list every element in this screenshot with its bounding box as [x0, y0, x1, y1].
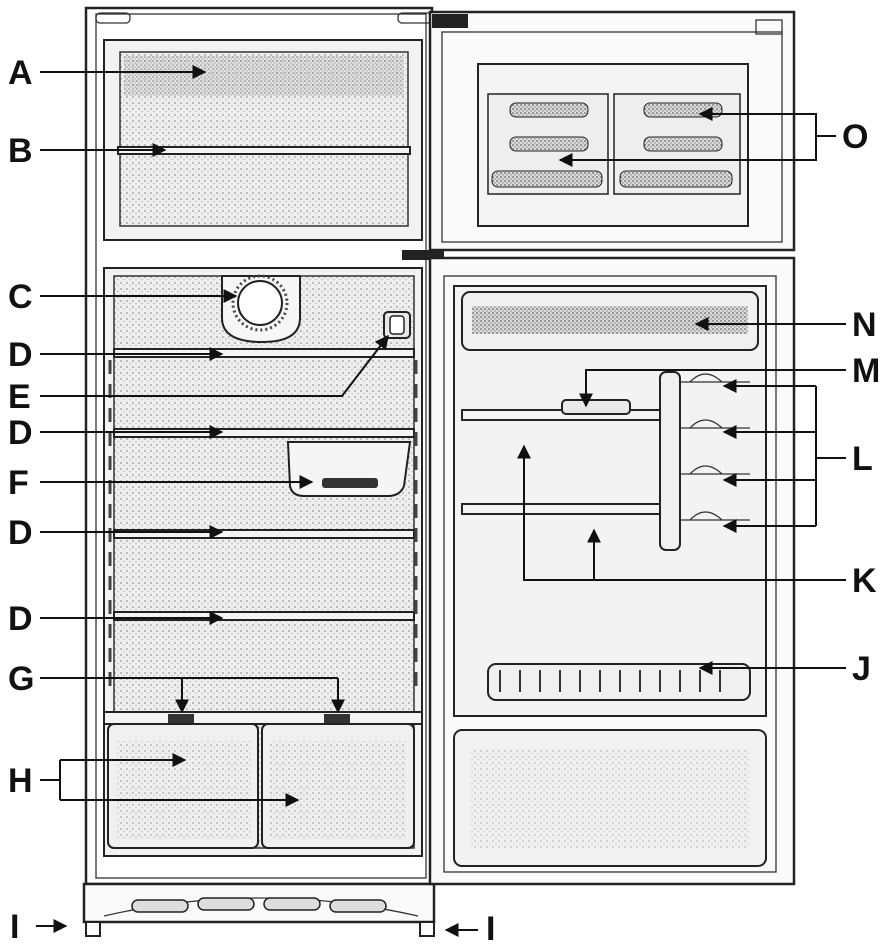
callout-d-2: D [8, 414, 33, 452]
callout-a: A [8, 54, 33, 92]
callout-g: G [8, 660, 34, 698]
callout-f: F [8, 464, 29, 502]
leader-lines [36, 65, 846, 937]
callout-h: H [8, 762, 33, 800]
door-lower-bin [453, 729, 767, 867]
freezer-compartment [103, 39, 423, 241]
thermostat-knob[interactable] [237, 280, 283, 326]
callout-j: J [852, 650, 871, 688]
callout-d-3: D [8, 514, 33, 552]
callout-k: K [852, 562, 877, 600]
crisper-cover [103, 711, 423, 726]
butter-compartment [461, 291, 759, 351]
callout-d-1: D [8, 336, 33, 374]
dairy-box [286, 441, 412, 497]
callout-c: C [8, 278, 33, 316]
egg-tray [487, 93, 609, 195]
crisper-drawer [107, 723, 259, 849]
interior-light [383, 311, 411, 339]
adjustable-foot [419, 921, 435, 937]
fridge-compartment [103, 267, 423, 857]
crisper-drawer [261, 723, 415, 849]
callout-l: L [852, 440, 873, 478]
callout-e: E [8, 378, 31, 416]
callout-o: O [842, 118, 868, 156]
freezer-door [428, 10, 796, 252]
egg-tray [613, 93, 741, 195]
door-hinge [402, 250, 444, 260]
callout-i-left: I [10, 908, 19, 943]
callout-b: B [8, 132, 33, 170]
callout-n: N [852, 306, 877, 344]
shelf-rails [108, 360, 418, 690]
adjustable-foot [85, 921, 101, 937]
bottle-shelf [487, 663, 751, 701]
fridge-door [428, 256, 796, 886]
callout-i-right: I [486, 910, 495, 943]
plinth [82, 882, 436, 937]
bottle-rack [659, 371, 750, 551]
callout-d-4: D [8, 600, 33, 638]
glass-shelf [113, 529, 415, 539]
glass-shelf [113, 611, 415, 621]
thermostat-housing [221, 274, 301, 344]
callout-m: M [852, 352, 880, 390]
callout-labels: A B C D E D F D D G H I I O N M L K J [8, 54, 880, 948]
door-shelf [461, 503, 663, 515]
